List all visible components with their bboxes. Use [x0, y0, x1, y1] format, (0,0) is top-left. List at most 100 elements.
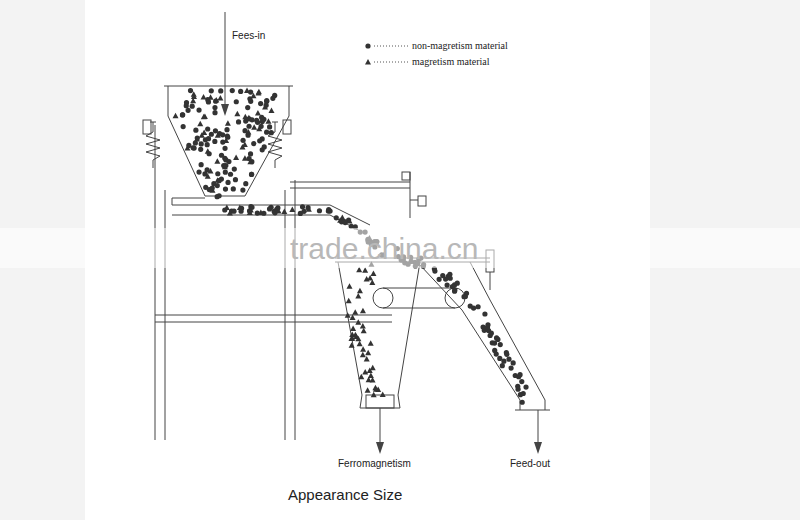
magnetic-particle [370, 377, 376, 383]
magnetic-particle [373, 386, 379, 392]
nonmagnetic-particle [504, 352, 509, 357]
nonmagnetic-particle [264, 103, 269, 108]
magnetic-particle [201, 114, 207, 120]
nonmagnetic-particle [213, 128, 218, 133]
nonmagnetic-particle [452, 287, 457, 292]
nonmagnetic-particle [199, 162, 204, 167]
nonmagnetic-particle [180, 112, 185, 117]
nonmagnetic-particle [230, 88, 235, 93]
magnetic-particle [380, 391, 386, 397]
magnetic-particle [255, 110, 261, 116]
nonmagnetic-particle [223, 170, 228, 175]
magnetic-particle [289, 206, 295, 212]
nonmagnetic-particle [232, 167, 237, 172]
magnetic-particle [197, 121, 203, 127]
nonmagnetic-particle [231, 186, 236, 191]
nonmagnetic-particle [231, 209, 236, 214]
nonmagnetic-particle [217, 193, 222, 198]
nonmagnetic-particle [264, 130, 269, 135]
nonmagnetic-particle [501, 359, 506, 364]
magnetic-particle [173, 113, 179, 119]
nonmagnetic-particle [520, 400, 525, 405]
magnetic-particle [355, 319, 361, 325]
nonmagnetic-particle [249, 172, 254, 177]
nonmagnetic-particle [220, 132, 225, 137]
nonmagnetic-particle [519, 379, 524, 384]
nonmagnetic-particle [492, 340, 497, 345]
nonmagnetic-particle [248, 151, 253, 156]
magnetic-particle [256, 126, 262, 131]
nonmagnetic-particle [213, 99, 218, 104]
magnetic-particle [222, 164, 228, 170]
nonmagnetic-particle [452, 282, 457, 287]
magnetic-particle [362, 267, 368, 273]
magnetic-particle [276, 208, 282, 214]
magnetic-particle [205, 173, 211, 179]
nonmagnetic-particle [255, 120, 260, 125]
nonmagnetic-particle [225, 133, 230, 138]
nonmagnetic-particle [523, 385, 528, 390]
nonmagnetic-particle [239, 206, 244, 211]
magnetic-particle [365, 350, 371, 356]
magnetic-particle [350, 315, 356, 321]
magnetic-particle [349, 342, 355, 348]
magnetic-particle [357, 288, 363, 294]
magnetic-particle [194, 136, 200, 142]
nonmagnetic-particle [205, 126, 210, 131]
outlet-label: Feed-out [510, 458, 550, 469]
magnetic-particle [256, 89, 262, 95]
nonmagnetic-particle [262, 144, 267, 149]
nonmagnetic-particle [518, 392, 523, 397]
magnetic-particle [251, 124, 257, 130]
nonmagnetic-particle [219, 153, 224, 158]
magnetic-particle [268, 108, 274, 114]
feed-label: Fees-in [232, 30, 265, 41]
nonmagnetic-particle [184, 103, 189, 108]
magnetic-particle [370, 365, 376, 371]
nonmagnetic-particle [245, 105, 250, 110]
nonmagnetic-particle [258, 101, 263, 106]
nonmagnetic-particle [198, 147, 203, 152]
magnetic-particle [370, 271, 376, 277]
magnetic-particle [371, 392, 377, 398]
nonmagnetic-particle [196, 107, 201, 112]
magnetic-particle [358, 374, 364, 380]
magnetic-particle [247, 159, 253, 165]
magnetic-particle [215, 132, 221, 138]
nonmagnetic-particle [212, 105, 217, 110]
watermark: trade.china.cn [290, 232, 478, 266]
nonmagnetic-particle [482, 311, 487, 316]
magnetic-particle [217, 95, 223, 101]
magnetic-particle [201, 94, 207, 100]
magnetic-particle [225, 120, 231, 126]
magnetic-particle [208, 94, 214, 100]
nonmagnetic-particle [195, 135, 200, 140]
nonmagnetic-particle [269, 130, 274, 135]
nonmagnetic-particle [500, 363, 505, 368]
nonmagnetic-particle [334, 215, 339, 220]
magnetic-particle [248, 207, 254, 213]
nonmagnetic-particle [475, 304, 480, 309]
nonmagnetic-particle [257, 138, 262, 143]
nonmagnetic-particle [342, 219, 347, 224]
nonmagnetic-particle [468, 303, 473, 308]
nonmagnetic-particle [327, 209, 332, 214]
nonmagnetic-particle [212, 139, 217, 144]
magnetic-particle [367, 275, 373, 281]
nonmagnetic-particle [215, 171, 220, 176]
nonmagnetic-particle [243, 181, 248, 186]
magnetic-particle [355, 293, 361, 299]
nonmagnetic-particle [506, 357, 511, 362]
nonmagnetic-particle [444, 283, 449, 288]
magnetic-particle [364, 356, 370, 362]
magnetic-particle [352, 309, 358, 315]
nonmagnetic-particle [498, 342, 503, 347]
magnetic-particle [362, 369, 368, 375]
nonmagnetic-particle [267, 124, 272, 129]
magnetic-particle [233, 154, 239, 160]
nonmagnetic-particle [508, 365, 513, 370]
magnetic-particle [347, 283, 353, 289]
magnetic-particle [345, 312, 351, 318]
nonmagnetic-particle [249, 172, 254, 177]
